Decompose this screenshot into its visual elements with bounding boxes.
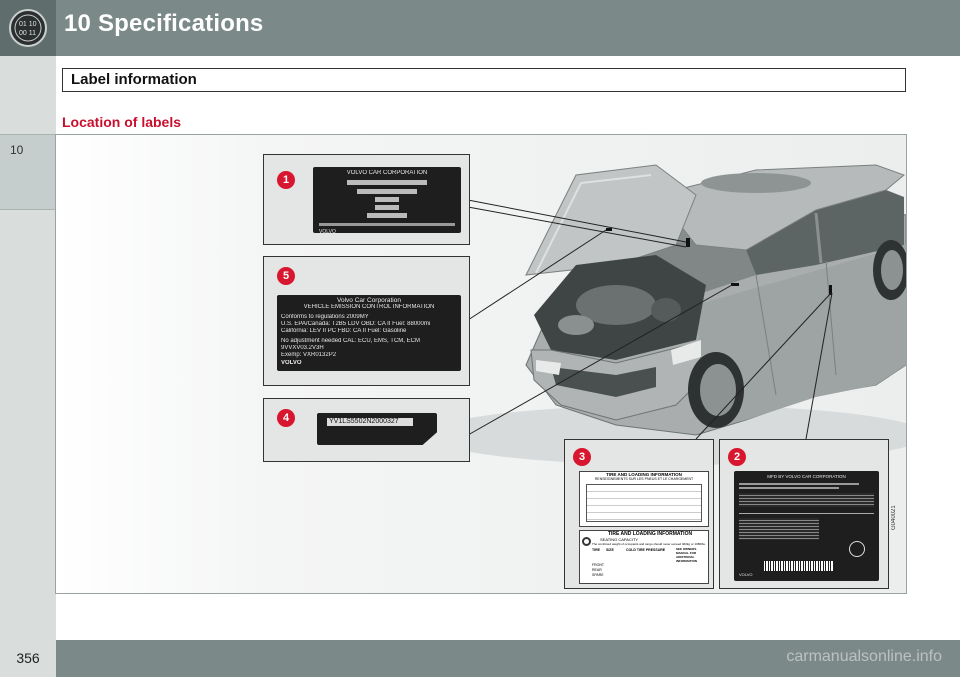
label-location-figure: 1 VOLVO CAR CORPORATION VOLVO 5 Volvo Ca… [55,134,907,594]
subsection-title: Location of labels [62,114,182,130]
figure-ref-code: G040021 [891,505,897,530]
plate-brand: VOLVO [319,229,336,235]
label-panel-1: 1 VOLVO CAR CORPORATION VOLVO [263,154,470,245]
tire-col: SEE OWNERS MANUAL FOR ADDITIONAL INFORMA… [676,547,697,563]
callout-5: 5 [277,267,295,285]
tire-icon [582,537,591,546]
tire-col: SIZE [606,548,614,552]
emission-line: 9VVXV03.2V3H [281,345,324,351]
label-panel-3: 3 TIRE AND LOADING INFORMATION RENSEIGNE… [564,439,714,589]
tire-label: TIRE AND LOADING INFORMATION SEATING CAP… [579,530,709,584]
label-panel-4: 4 YV1LS5502N2000327 [263,398,470,462]
label-panel-5: 5 Volvo Car Corporation VEHICLE EMISSION… [263,256,470,386]
emission-label: Volvo Car Corporation VEHICLE EMISSION C… [277,295,461,371]
tire-row: FRONT [592,563,605,567]
certification-label: MFD BY VOLVO CAR CORPORATION VOLVO [734,471,879,581]
dial-icon: 01 10 00 11 [9,9,47,47]
tire-col: COLD TIRE PRESSURE [626,548,666,552]
car-illustration [426,164,906,465]
vehicle-plate-label: VOLVO CAR CORPORATION VOLVO [313,167,461,235]
tire-title: TIRE AND LOADING INFORMATION [607,531,693,537]
chapter-header [0,0,960,56]
label-panel-2: 2 MFD BY VOLVO CAR CORPORATION VOLVO [719,439,889,589]
emission-line: Exemp: VXR0132P2 [281,352,337,358]
tire-label-title-fr: RENSEIGNEMENTS SUR LES PNEUS ET LE CHARG… [594,477,694,481]
emission-line: Conforms to regulations 2009MY [281,314,369,320]
section-title-box: Label information [62,68,906,92]
barcode [764,561,834,571]
tire-label-bilingual: TIRE AND LOADING INFORMATION RENSEIGNEME… [579,471,709,527]
chapter-badge: 01 10 00 11 [0,0,56,56]
callout-3: 3 [573,448,591,466]
page-number: 356 [0,640,56,677]
plate-heading: VOLVO CAR CORPORATION [346,170,428,176]
callout-2: 2 [728,448,746,466]
callout-1: 1 [277,171,295,189]
chapter-tab-number: 10 [10,143,24,157]
tire-row: REAR [592,568,602,572]
e-mark-icon [849,541,865,557]
tire-row: SPARE [592,573,604,577]
page-footer [0,640,960,677]
svg-text:01 10: 01 10 [19,21,37,28]
svg-text:00 11: 00 11 [19,30,36,37]
watermark: carmanualsonline.info [786,648,942,665]
emission-line: No adjustment needed CAL: ECU, EMS, TCM,… [281,338,420,344]
emission-line: California: LEV II PC FBD: CA II Fuel: G… [281,328,407,334]
emission-brand: VOLVO [281,360,302,366]
vin-label: YV1LS5502N2000327 [317,413,437,445]
section-title: Label information [71,71,197,88]
emission-line: Volvo Car Corporation [337,297,401,304]
tire-weight-note: The combined weight of occupants and car… [592,542,706,546]
chapter-tab[interactable] [0,134,56,210]
chapter-title: 10 Specifications [64,10,264,37]
tire-label-title: TIRE AND LOADING INFORMATION [606,472,682,477]
emission-line: VEHICLE EMISSION CONTROL INFORMATION [303,304,435,310]
cert-brand: VOLVO [739,572,753,577]
vin-number: YV1LS5502N2000327 [327,418,413,426]
tire-seating: SEATING CAPACITY [600,537,639,542]
emission-line: U.S. EPA/Canada: T2B5 LDV OBD: CA II Fue… [281,321,431,327]
tire-col: TIRE [592,548,600,552]
callout-4: 4 [277,409,295,427]
cert-heading: MFD BY VOLVO CAR CORPORATION [767,474,846,479]
